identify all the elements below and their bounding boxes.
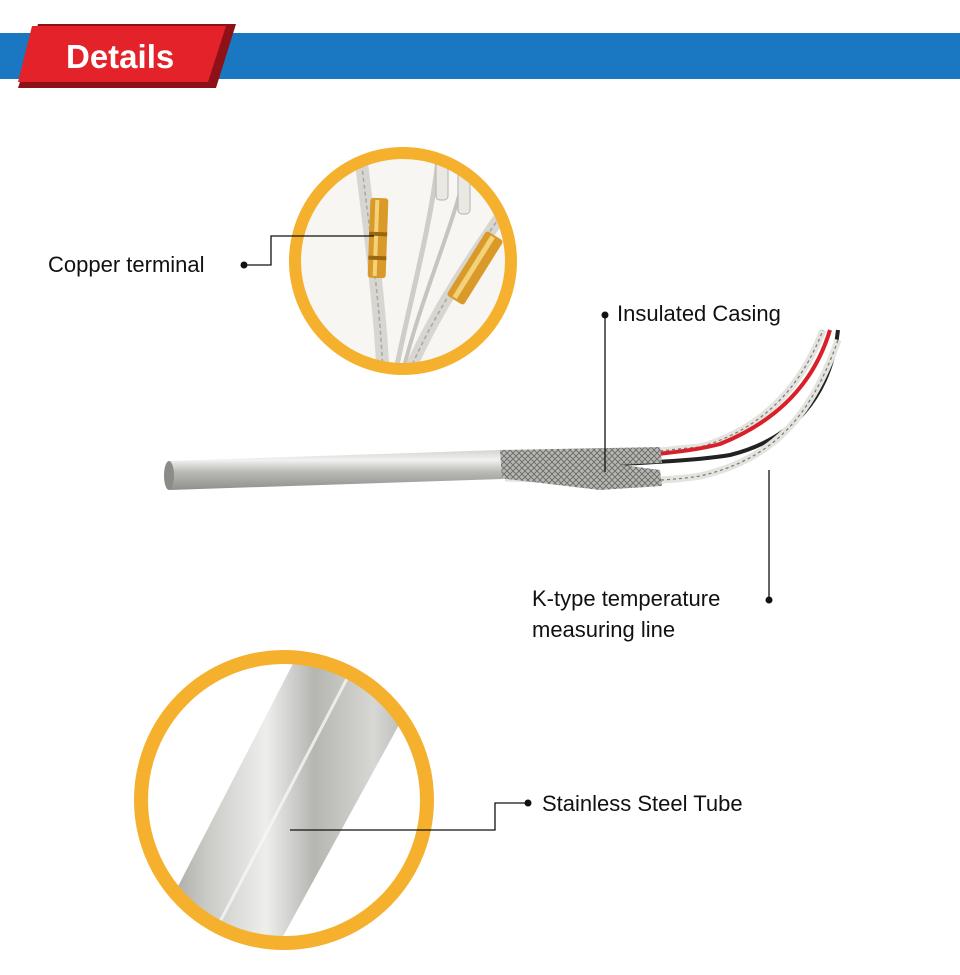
- leader-copper: [246, 235, 374, 266]
- leader-steel: [290, 802, 527, 831]
- dot-icon: [524, 799, 532, 807]
- dot-icon: [601, 311, 609, 319]
- dot-icon: [765, 596, 773, 604]
- stainless-tube-detail: [134, 650, 434, 950]
- copper-terminal-detail: [289, 147, 517, 375]
- bullets: [240, 261, 773, 807]
- cartridge-heater: [164, 328, 842, 490]
- leader-lines: [246, 235, 770, 831]
- callout-copper-terminal: Copper terminal: [48, 252, 205, 277]
- callout-ktype-line: K-type temperature measuring line: [532, 583, 720, 645]
- callout-ktype-line2: measuring line: [532, 617, 676, 642]
- callout-stainless-steel-tube: Stainless Steel Tube: [542, 791, 743, 816]
- header-title: Details: [66, 38, 175, 75]
- callout-insulated-casing: Insulated Casing: [617, 301, 781, 326]
- header-tab-shape: [18, 24, 236, 88]
- callout-ktype-line1: K-type temperature: [532, 586, 721, 611]
- dot-icon: [240, 261, 248, 269]
